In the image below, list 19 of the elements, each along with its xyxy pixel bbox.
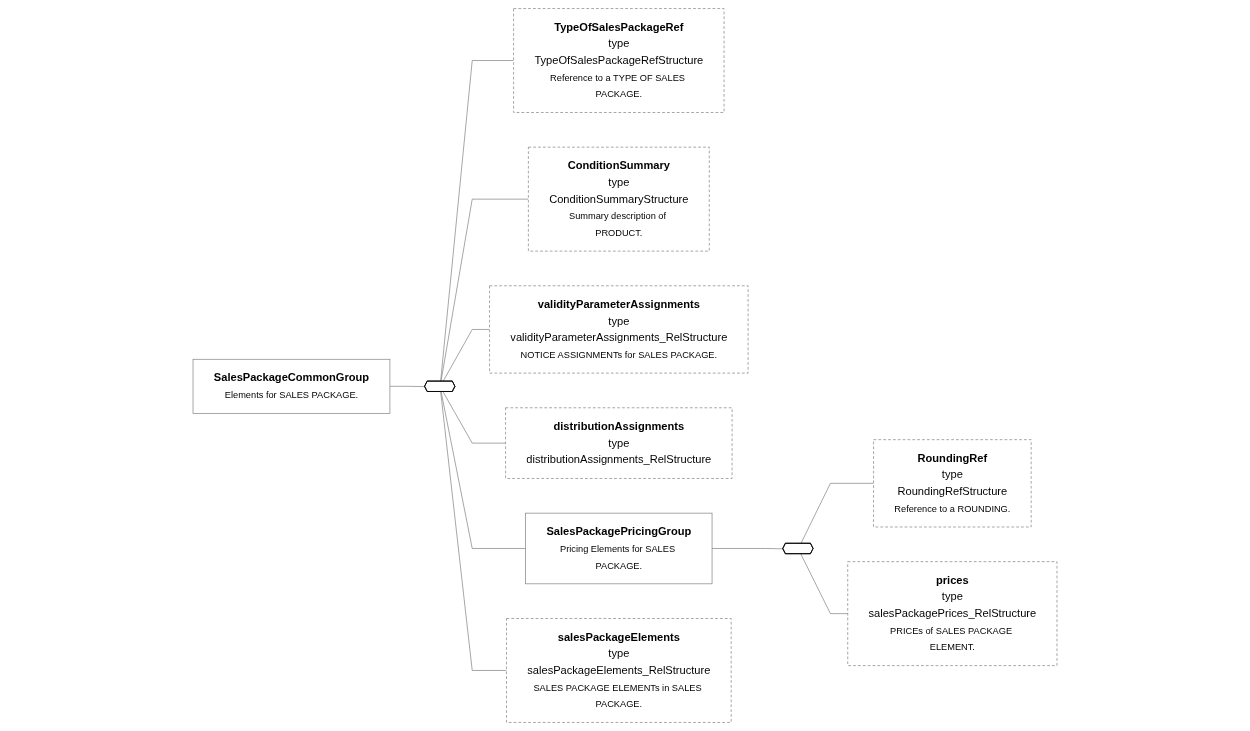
node-box: ConditionSummary type ConditionSummaryStructure Summary description of PRODUCT. — [528, 146, 710, 252]
node-box: prices type salesPackagePrices_RelStructure PRICEs of SALES PACKAGE ELEMENT. — [847, 561, 1058, 666]
node-box: RoundingRef type RoundingRefStructure Reference to a ROUNDING. — [873, 439, 1032, 528]
node-box: salesPackageElements type salesPackageElements_RelStructure SALES PACKAGE ELEMENTs in SALES PACKAGE. — [506, 618, 732, 723]
node-box: SalesPackagePricingGroup Pricing Elements for SALES PACKAGE. — [525, 512, 713, 585]
node-box: SalesPackageCommonGroup Elements for SALES PACKAGE. — [192, 358, 391, 414]
node-box: validityParameterAssignments type validityParameterAssignments_RelStructure NOTICE ASSIGNMENTs for SALES PACKAGE. — [489, 285, 749, 374]
connector — [440, 391, 507, 671]
connector — [440, 198, 529, 382]
connector — [800, 483, 874, 544]
connector — [442, 329, 490, 382]
node-box: distributionAssignments type distributionAssignments_RelStructure — [505, 407, 733, 479]
connector — [440, 391, 526, 549]
connector — [440, 60, 514, 382]
connector — [389, 385, 426, 387]
connector — [800, 553, 849, 614]
connector — [442, 391, 506, 444]
node-box: TypeOfSalesPackageRef type TypeOfSalesPackageRefStructure Reference to a TYPE OF SALES PACKAGE. — [513, 8, 725, 113]
connector — [711, 548, 784, 550]
